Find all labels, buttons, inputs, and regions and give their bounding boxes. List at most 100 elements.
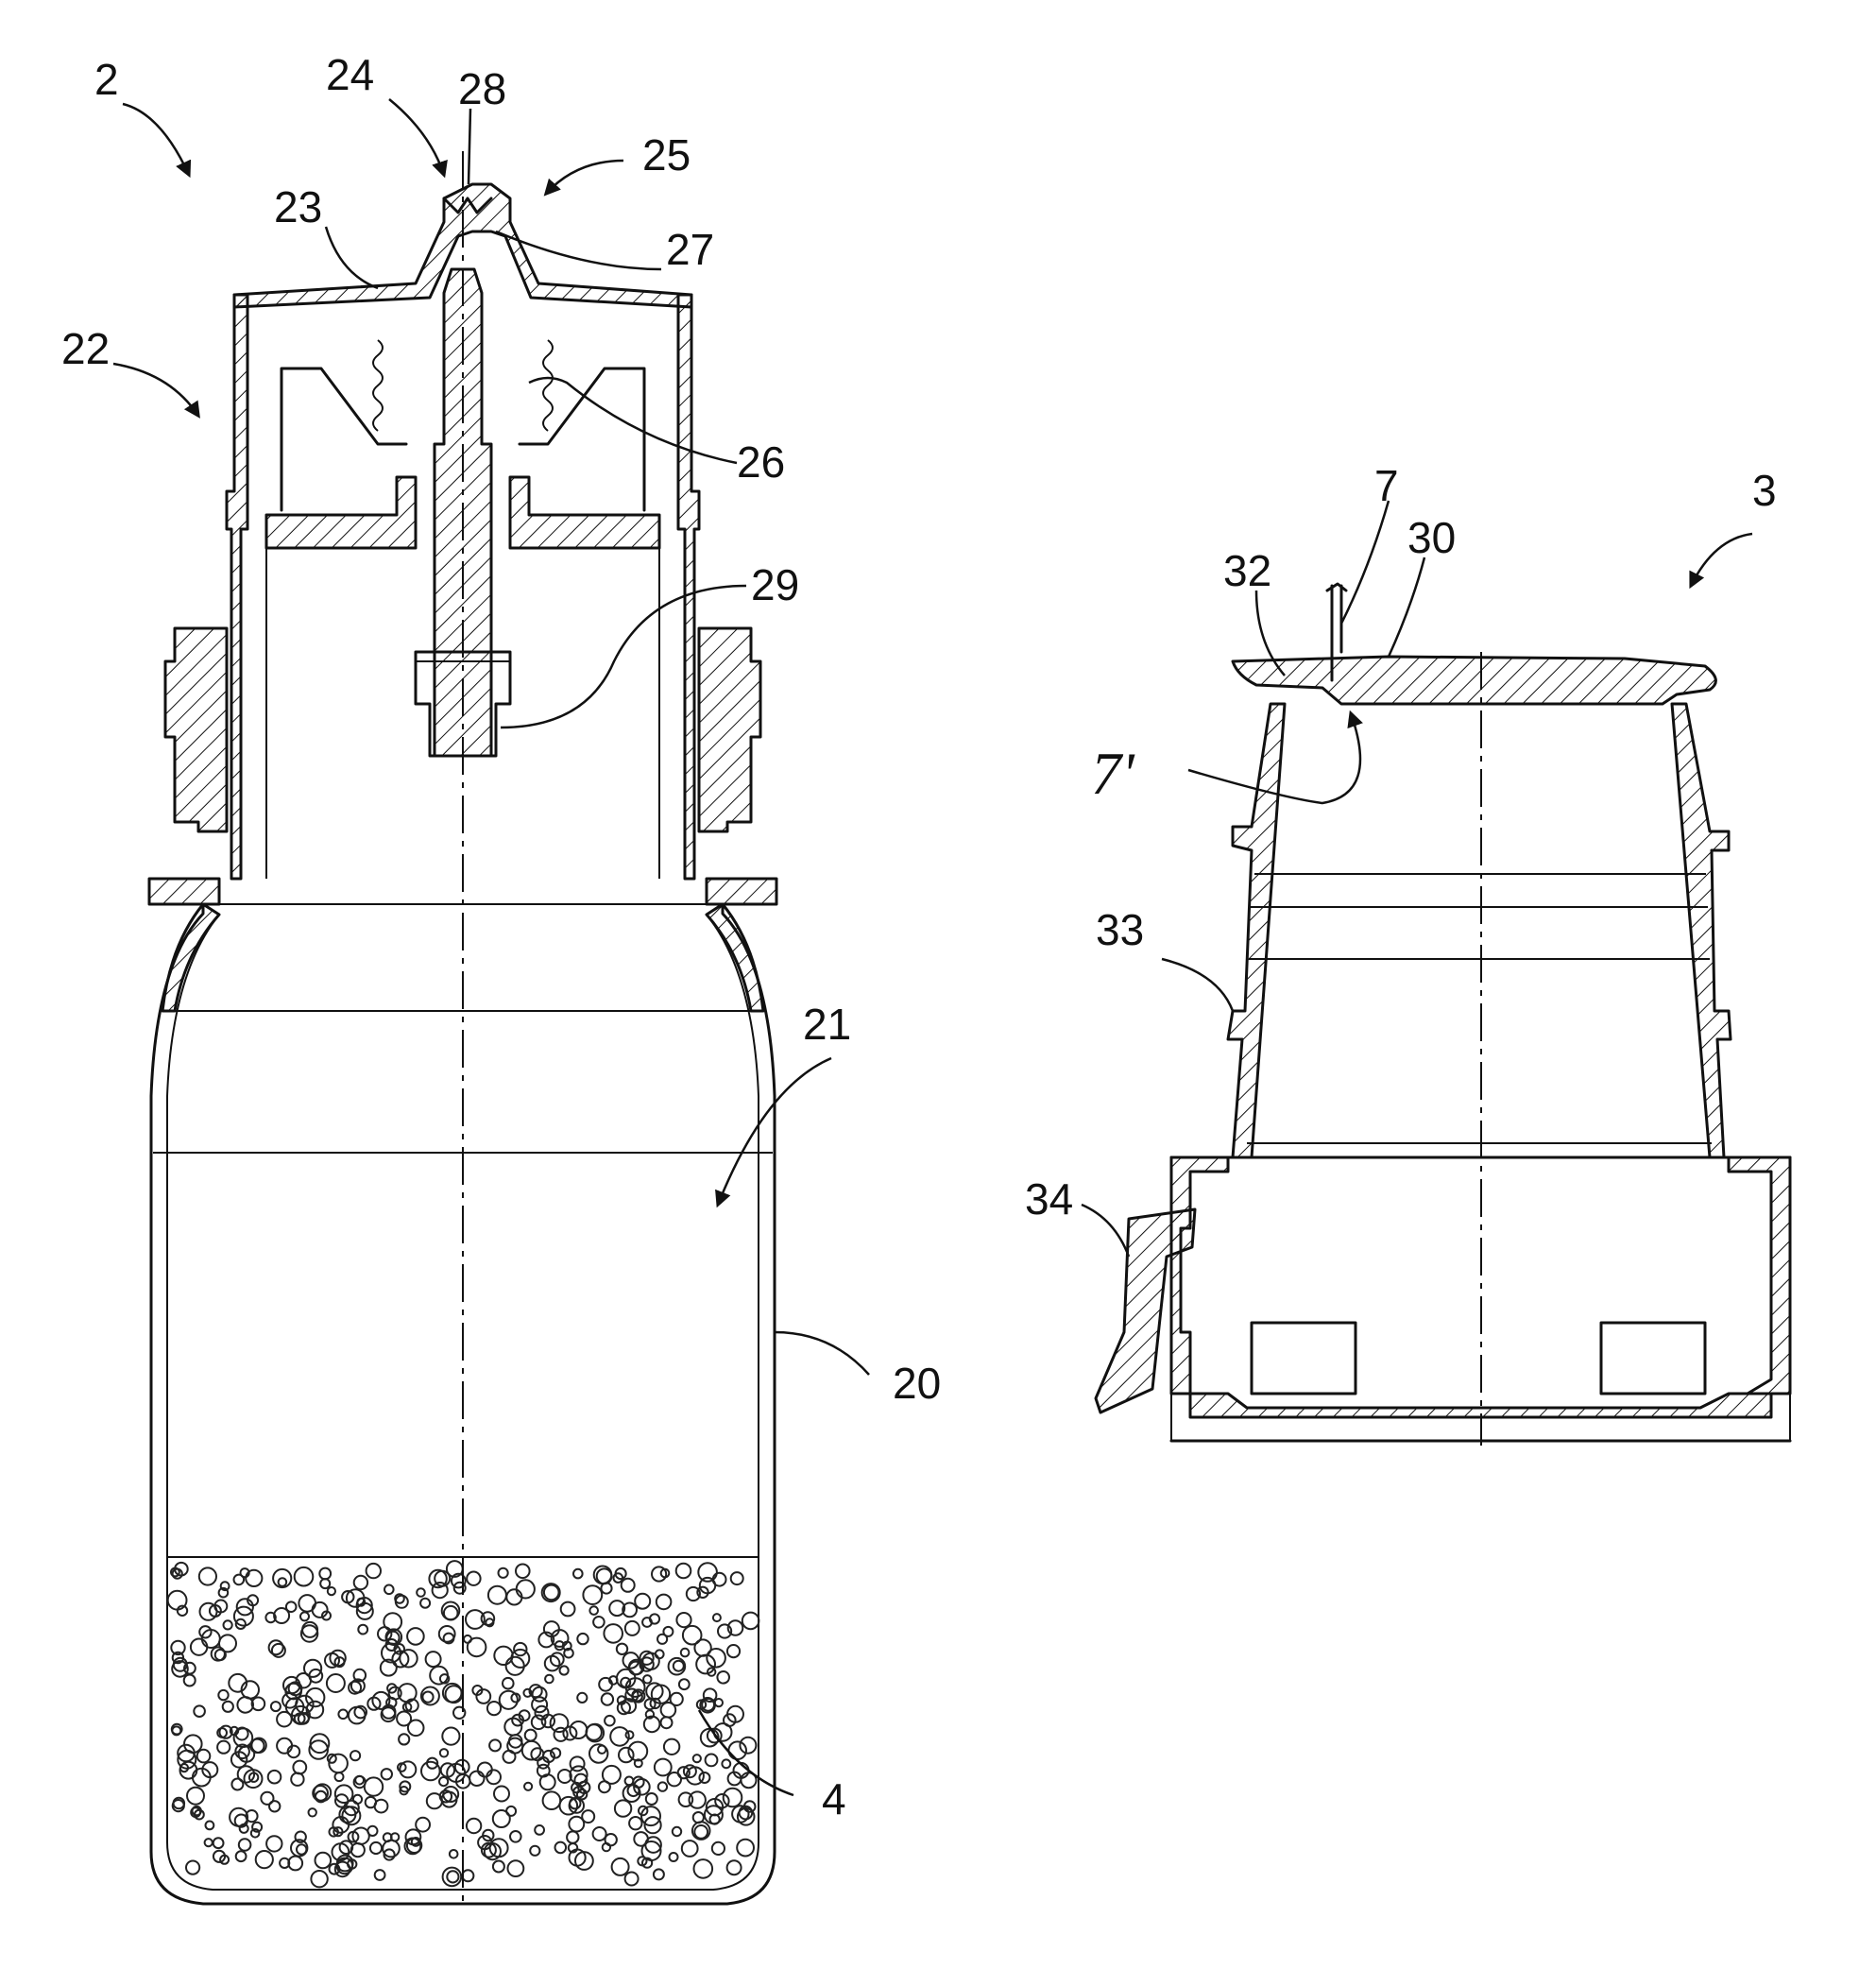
powder-particle <box>205 1839 213 1846</box>
label-4: 4 <box>822 1774 846 1823</box>
powder-particle <box>487 1702 501 1715</box>
powder-particle <box>246 1570 262 1586</box>
housing-left-wall <box>227 295 247 879</box>
powder-particle <box>535 1825 544 1835</box>
powder-particle <box>646 1683 662 1699</box>
powder-particle <box>288 1857 302 1871</box>
powder-particle <box>494 1647 512 1665</box>
arrow-22 <box>113 364 198 416</box>
powder-particle <box>731 1572 743 1584</box>
arrow-2 <box>123 104 189 175</box>
powder-particle <box>742 1613 759 1630</box>
powder-particle <box>358 1625 367 1635</box>
powder-particle <box>469 1772 484 1786</box>
powder-particle <box>191 1639 207 1655</box>
powder-particle <box>378 1627 391 1640</box>
powder-particle <box>713 1614 721 1621</box>
powder-particle <box>699 1772 709 1783</box>
powder-particle <box>355 1776 364 1785</box>
leader-26 <box>529 378 737 463</box>
powder-particle <box>311 1871 327 1887</box>
powder-particle <box>681 1649 690 1657</box>
powder-particle <box>646 1793 657 1805</box>
powder-particle <box>674 1661 684 1671</box>
powder-particle <box>622 1579 635 1592</box>
powder-particle <box>367 1826 377 1836</box>
powder-particle <box>231 1779 243 1790</box>
base-foot-right <box>1601 1323 1705 1394</box>
powder-particle <box>715 1699 723 1706</box>
powder-particle <box>187 1788 204 1805</box>
powder-particle <box>370 1842 382 1854</box>
powder-particle <box>707 1649 725 1668</box>
powder-particle <box>676 1564 691 1579</box>
powder-particle <box>399 1734 409 1744</box>
powder-particle <box>375 1870 385 1880</box>
powder-particle <box>450 1850 458 1858</box>
powder-particle <box>468 1638 486 1657</box>
powder-particle <box>365 1777 383 1795</box>
powder-particle <box>447 1871 458 1882</box>
powder-particle <box>213 1838 224 1848</box>
label-26: 26 <box>737 437 785 487</box>
powder-particle <box>295 1567 314 1586</box>
powder-particle <box>625 1621 640 1635</box>
powder-particle <box>503 1678 514 1689</box>
lid-30 <box>1233 657 1715 704</box>
arrow-25 <box>546 161 623 194</box>
powder-particle <box>266 1836 281 1851</box>
powder-particle <box>467 1819 481 1833</box>
base-left-wall <box>1171 1157 1228 1394</box>
label-27: 27 <box>666 225 714 274</box>
label-2: 2 <box>94 55 119 104</box>
label-33: 33 <box>1096 905 1144 954</box>
powder-particle <box>737 1840 754 1857</box>
powder-particle <box>186 1861 199 1875</box>
powder-particle <box>426 1652 441 1667</box>
powder-particle <box>291 1773 303 1786</box>
powder-particle <box>442 1728 459 1745</box>
powder-particle <box>467 1572 480 1585</box>
powder-particle <box>271 1702 281 1711</box>
powder-particle <box>679 1679 690 1689</box>
powder-particle <box>493 1861 504 1873</box>
powder-particle <box>693 1755 701 1762</box>
powder-particle <box>354 1576 367 1589</box>
powder-particle <box>217 1741 230 1754</box>
cap-assembly <box>1096 584 1790 1446</box>
powder-particle <box>517 1580 535 1598</box>
bottle-assembly <box>149 151 776 1904</box>
powder-particle <box>338 1710 348 1720</box>
housing-right-wall <box>678 295 699 879</box>
powder-particle <box>194 1705 205 1717</box>
powder-particle <box>706 1755 718 1767</box>
powder-particle <box>462 1870 473 1881</box>
powder-particle <box>642 1653 658 1669</box>
powder-particle <box>629 1817 641 1829</box>
powder-particle <box>309 1808 316 1816</box>
powder-particle <box>400 1761 416 1777</box>
powder-particle <box>728 1741 746 1759</box>
powder-particle <box>184 1675 196 1686</box>
powder-particle <box>617 1644 627 1654</box>
powder-particle <box>197 1750 211 1763</box>
powder-particle <box>268 1771 281 1784</box>
powder-particle <box>673 1827 681 1836</box>
powder-particle <box>219 1635 236 1652</box>
label-20: 20 <box>893 1359 941 1408</box>
powder-particle <box>350 1751 360 1760</box>
inner-shell-right <box>520 368 644 510</box>
powder-particle <box>676 1613 691 1627</box>
bottle-shoulder-right <box>707 904 763 1011</box>
powder-particle <box>727 1860 742 1875</box>
powder-particle <box>386 1632 399 1644</box>
bottle-neck-flange-right <box>707 879 776 904</box>
powder-particle <box>727 1645 740 1657</box>
powder-particle <box>367 1564 381 1578</box>
powder-particle <box>508 1860 524 1876</box>
powder-particle <box>625 1777 634 1786</box>
powder-particle <box>236 1851 247 1861</box>
powder-particle <box>551 1748 560 1757</box>
powder-particle <box>724 1789 742 1807</box>
